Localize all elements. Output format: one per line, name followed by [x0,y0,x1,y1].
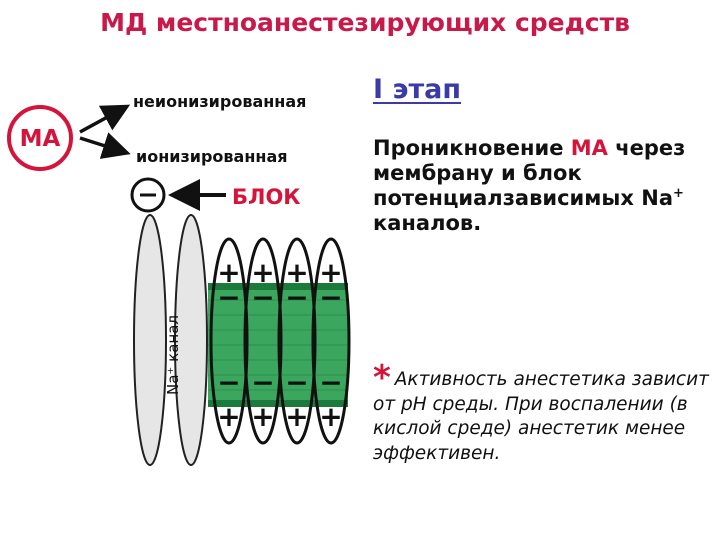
channel-subunit-2 [174,214,208,466]
block-label: БЛОК [232,185,300,209]
charge-minus: − [285,366,308,399]
plus-charges-top: + + + + [217,256,342,289]
ionized-ma-ion [130,177,166,213]
main-text-part2: через мембрану и блок потенциалзависимых… [373,136,686,210]
charge-minus: − [217,281,240,314]
charge-minus: − [319,281,342,314]
charge-minus: − [251,366,274,399]
main-text-part1: Проникновение [373,136,571,160]
branch-arrows [79,104,131,159]
charge-plus: + [319,400,342,433]
nonionized-label: неионизированная [133,92,306,111]
main-text-part3: каналов. [373,211,482,235]
charge-plus: + [251,400,274,433]
main-text-sup: + [673,186,684,201]
membrane-lipid-1 [209,237,249,445]
charge-plus: + [319,256,342,289]
ma-molecule: МА [7,105,73,171]
footnote-star: * [373,358,391,398]
membrane-lipid-4 [311,237,351,445]
charge-plus: + [285,400,308,433]
minus-charges-upper: − − − − [217,281,342,314]
stage-heading: I этап [373,74,461,105]
main-description: Проникновение МА через мембрану и блок п… [373,136,718,236]
channel-subunit-1 [133,214,167,466]
footnote: *Активность анестетика зависит от рН сре… [373,361,718,466]
plus-charges-bottom: + + + + [217,400,342,433]
charge-minus: − [217,366,240,399]
main-text-accent: МА [570,136,608,160]
page-title: МД местноанестезирующих средств [100,8,630,37]
charge-minus: − [285,281,308,314]
membrane-lipid-3 [277,237,317,445]
charge-plus: + [217,400,240,433]
charge-plus: + [251,256,274,289]
membrane-lipid-2 [243,237,283,445]
minus-charges-lower: − − − − [217,366,342,399]
ionized-label: ионизированная [136,147,288,166]
ma-label: МА [20,126,61,152]
charge-minus: − [319,366,342,399]
charge-plus: + [217,256,240,289]
na-channel-diagram: МА неионизированная ионизированная БЛОК … [7,92,351,466]
footnote-text: Активность анестетика зависит от рН сред… [373,369,709,464]
charge-minus: − [251,281,274,314]
charge-plus: + [285,256,308,289]
na-channel-label: Na⁺ канал [164,315,182,395]
